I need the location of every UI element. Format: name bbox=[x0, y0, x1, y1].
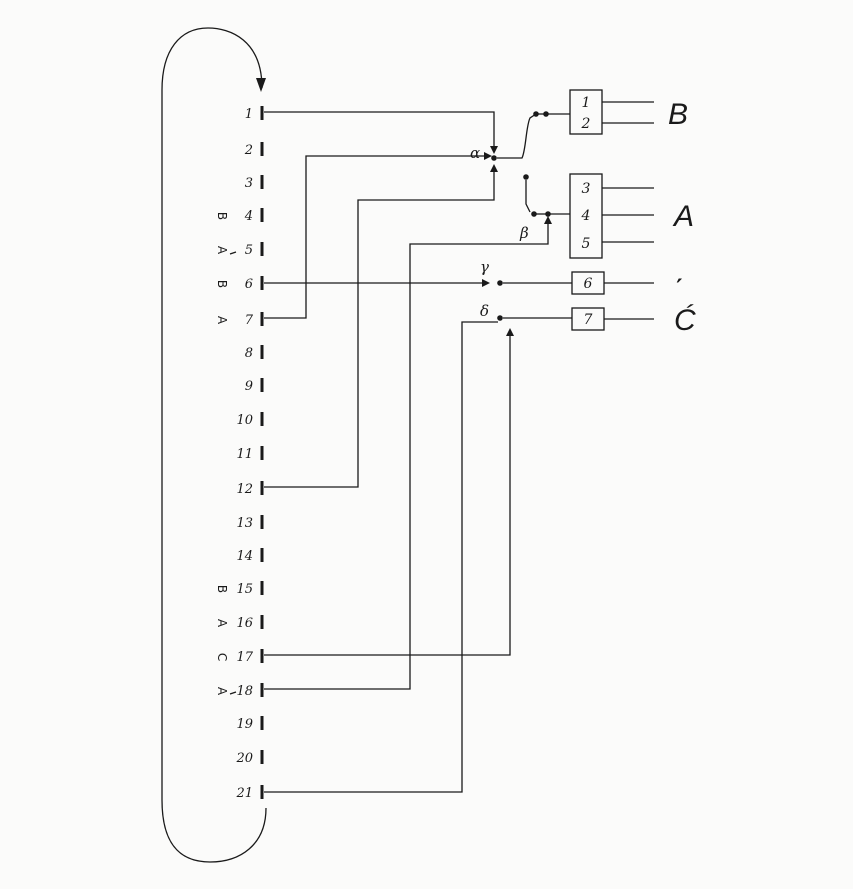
alpha-label: α bbox=[470, 144, 480, 162]
position-label: 16 bbox=[236, 616, 253, 631]
position-label: 9 bbox=[245, 379, 253, 394]
junction-alpha: α bbox=[470, 111, 570, 162]
position-label: 7 bbox=[245, 313, 254, 328]
box-6: 6 ˊ bbox=[571, 271, 682, 307]
box-label: 4 bbox=[581, 208, 591, 224]
strip-position-labels: 1 2 3 4 5 6 7 8 9 10 11 12 13 14 15 16 1… bbox=[235, 107, 253, 801]
junction-beta: β bbox=[519, 174, 570, 242]
output-b-label: B bbox=[668, 98, 688, 131]
box-label: 5 bbox=[582, 236, 591, 252]
beta-label: β bbox=[519, 224, 529, 242]
position-label: 8 bbox=[245, 346, 253, 361]
position-label: 13 bbox=[236, 516, 253, 531]
side-mark: B bbox=[215, 585, 229, 593]
position-label: 3 bbox=[245, 176, 253, 191]
output-a-label: A bbox=[672, 200, 694, 233]
box-label: 1 bbox=[582, 95, 591, 111]
position-label: 17 bbox=[236, 650, 253, 665]
loop-frame bbox=[161, 27, 267, 863]
box-7: 7 Ć bbox=[571, 304, 696, 337]
position-label: 4 bbox=[244, 209, 253, 224]
position-label: 20 bbox=[235, 751, 253, 766]
side-mark: B bbox=[215, 212, 229, 220]
loop-arrow-icon bbox=[256, 78, 266, 92]
gamma-label: γ bbox=[480, 258, 489, 276]
box-group-b: 1 2 B bbox=[569, 89, 688, 135]
side-marks: B A B A B A C A bbox=[215, 212, 237, 696]
position-label: 14 bbox=[236, 549, 253, 564]
position-label: 21 bbox=[235, 786, 253, 801]
output-prime-mark: ˊ bbox=[672, 274, 682, 307]
side-mark: A bbox=[215, 687, 229, 696]
side-mark: C bbox=[215, 653, 229, 661]
box-label: 6 bbox=[584, 276, 593, 292]
side-mark: B bbox=[215, 280, 229, 288]
box-label: 7 bbox=[584, 312, 593, 328]
side-mark: A bbox=[215, 316, 229, 325]
side-mark: A bbox=[215, 619, 229, 628]
junction-delta: δ bbox=[480, 302, 572, 321]
position-label: 2 bbox=[244, 143, 253, 158]
position-label: 15 bbox=[236, 582, 253, 597]
position-label: 5 bbox=[245, 243, 253, 258]
position-label: 1 bbox=[245, 107, 253, 122]
side-mark: A bbox=[215, 246, 229, 255]
position-label: 19 bbox=[236, 717, 253, 732]
junction-gamma: γ bbox=[480, 258, 572, 286]
position-label: 12 bbox=[236, 482, 253, 497]
box-label: 3 bbox=[582, 181, 591, 197]
position-label: 6 bbox=[245, 277, 253, 292]
delta-label: δ bbox=[480, 302, 489, 320]
position-label: 10 bbox=[236, 413, 253, 428]
position-label: 18 bbox=[236, 684, 253, 699]
output-c-label: Ć bbox=[674, 304, 696, 337]
position-label: 11 bbox=[236, 447, 253, 462]
box-group-a: 3 4 5 A bbox=[569, 173, 694, 259]
box-label: 2 bbox=[581, 116, 591, 132]
wires bbox=[264, 111, 552, 793]
